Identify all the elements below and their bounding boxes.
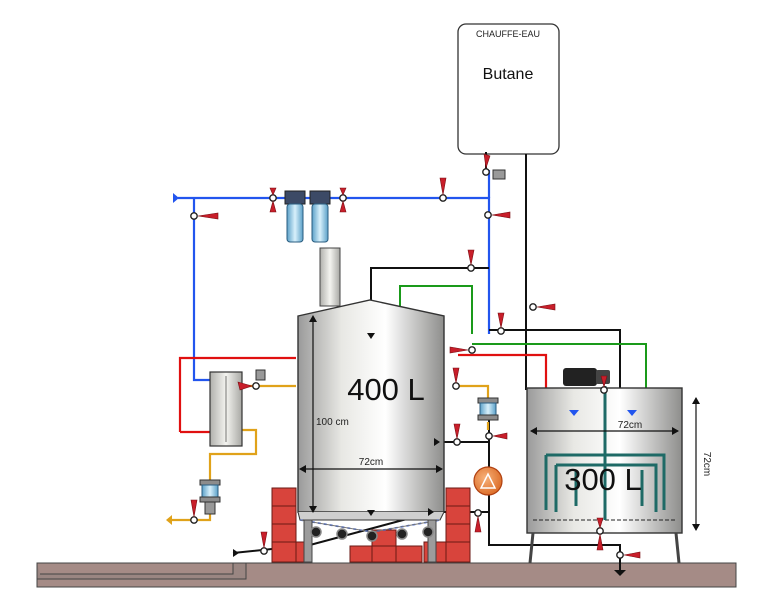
filter-cartridge-icon (309, 190, 331, 243)
valve-icon (485, 432, 508, 440)
valves (190, 153, 641, 559)
valve-icon (190, 499, 198, 524)
water-heater: CHAUFFE-EAU Butane (457, 23, 560, 180)
ground (36, 562, 737, 588)
valve-icon (439, 177, 447, 202)
valve-icon (449, 346, 476, 354)
valve-icon (269, 187, 277, 213)
return-pipes-green (399, 285, 647, 404)
valve-icon (474, 509, 482, 533)
motor-icon (563, 368, 597, 386)
chimney (319, 247, 341, 307)
valve-icon (497, 312, 505, 335)
heater-fuel: Butane (483, 66, 534, 83)
valve-icon (596, 517, 604, 551)
plate-heat-exchanger (209, 369, 266, 447)
valve-icon (339, 187, 347, 213)
flow-arrow-icon (627, 410, 637, 416)
pump-icon (473, 466, 503, 496)
small-tank-height: 72cm (701, 452, 712, 476)
valve-icon (237, 381, 260, 391)
valve-icon (529, 303, 556, 311)
valve-icon (616, 551, 641, 559)
valve-icon (452, 367, 460, 390)
filter-cartridge-icon (284, 190, 306, 243)
valve-icon (453, 423, 461, 446)
small-tank-width: 72cm (618, 420, 642, 431)
valve-icon (484, 211, 511, 219)
sight-glass (199, 479, 221, 515)
big-tank-diameter: 72cm (359, 457, 383, 468)
boiler-tank-400l: 400 L 100 cm 72cm (297, 299, 445, 563)
valve-icon (482, 153, 491, 176)
brick-support (271, 487, 471, 563)
heater-title: CHAUFFE-EAU (476, 29, 540, 39)
flow-arrow-icon (569, 410, 579, 416)
valve-icon (260, 531, 268, 555)
gas-burner-icon (310, 526, 434, 542)
big-tank-height: 100 cm (316, 417, 349, 428)
valve-icon (190, 212, 219, 220)
valve-icon (467, 249, 475, 272)
cold-water-pipes (178, 170, 491, 382)
small-tank-volume: 300 L (564, 462, 642, 497)
flow-arrow-icon (233, 549, 239, 557)
flow-arrow-icon (173, 193, 179, 203)
stirrer (544, 386, 666, 520)
hot-water-pipes (178, 353, 548, 434)
sight-glass (477, 397, 499, 421)
flow-arrow-icon (166, 515, 172, 525)
valve-icon (600, 375, 608, 394)
big-tank-volume: 400 L (347, 372, 425, 407)
